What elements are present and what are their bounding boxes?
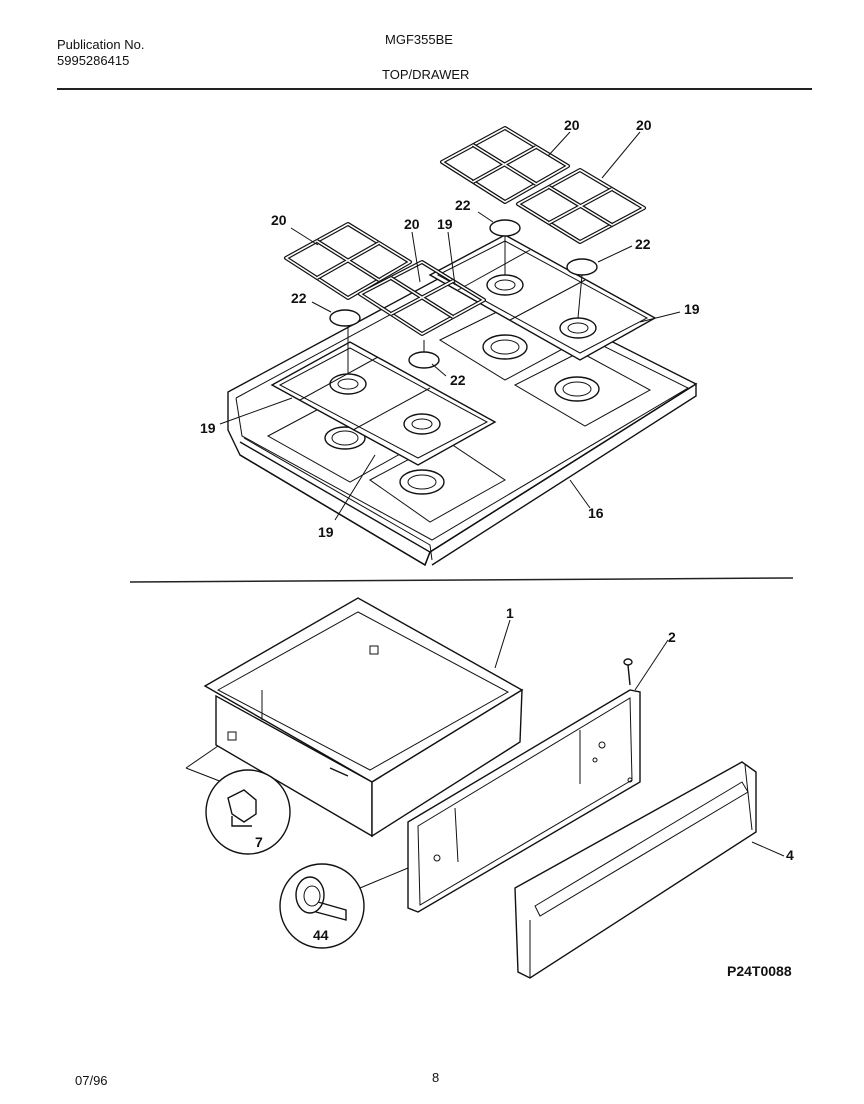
burner-cap-4: [566, 258, 598, 276]
callout-4: 4: [786, 847, 794, 863]
callout-2: 2: [668, 629, 676, 645]
section-divider: [129, 577, 794, 583]
burner-cap-2: [408, 340, 440, 369]
drawer-body: [203, 597, 524, 838]
burner-cap-1: [329, 309, 361, 327]
callout-19-right: 19: [684, 301, 700, 317]
callout-22-front-left: 22: [291, 290, 307, 306]
cooktop-assembly: 20 20 20 20 19 22 22 22 22 19 19 19 16: [200, 117, 700, 567]
callout-1: 1: [506, 605, 514, 621]
drawer-front: [514, 761, 757, 979]
burner-box-rear-right: [513, 351, 652, 427]
screw: [623, 658, 633, 686]
grate-front-right: [358, 260, 486, 336]
callout-20-front-right: 20: [404, 216, 420, 232]
drawer-assembly: 1 2 4 7 44: [185, 597, 794, 979]
footer-date: 07/96: [75, 1073, 108, 1088]
grate-rear-right: [516, 168, 646, 244]
callout-19-left: 19: [200, 420, 216, 436]
callout-22-rear-left: 22: [455, 197, 471, 213]
drip-pan-front: [270, 341, 497, 466]
burner-cap-3: [489, 219, 521, 237]
section-title: TOP/DRAWER: [382, 67, 470, 82]
callout-22-front-right: 22: [450, 372, 466, 388]
callout-20-rear-left: 20: [564, 117, 580, 133]
callout-19-top: 19: [437, 216, 453, 232]
callout-16: 16: [588, 505, 604, 521]
detail-circle-44: [279, 863, 365, 949]
publication-label: Publication No.: [57, 37, 145, 52]
grate-front-left: [284, 222, 412, 300]
callout-20-front-left: 20: [271, 212, 287, 228]
drawer-inner-panel: [407, 689, 641, 913]
page-number: 8: [432, 1070, 440, 1085]
publication-number: 5995286415: [57, 53, 130, 68]
figure-id: P24T0088: [727, 963, 792, 979]
model-number: MGF355BE: [385, 32, 453, 47]
callout-7: 7: [255, 834, 263, 850]
grate-rear-left: [440, 126, 570, 204]
callout-20-rear-right: 20: [636, 117, 652, 133]
callout-19-bottom: 19: [318, 524, 334, 540]
header-rule: [57, 88, 812, 90]
callout-22-rear-right: 22: [635, 236, 651, 252]
detail-circle-7: [205, 769, 291, 855]
cooktop-front-lip: [239, 441, 431, 567]
callout-44: 44: [313, 927, 329, 943]
